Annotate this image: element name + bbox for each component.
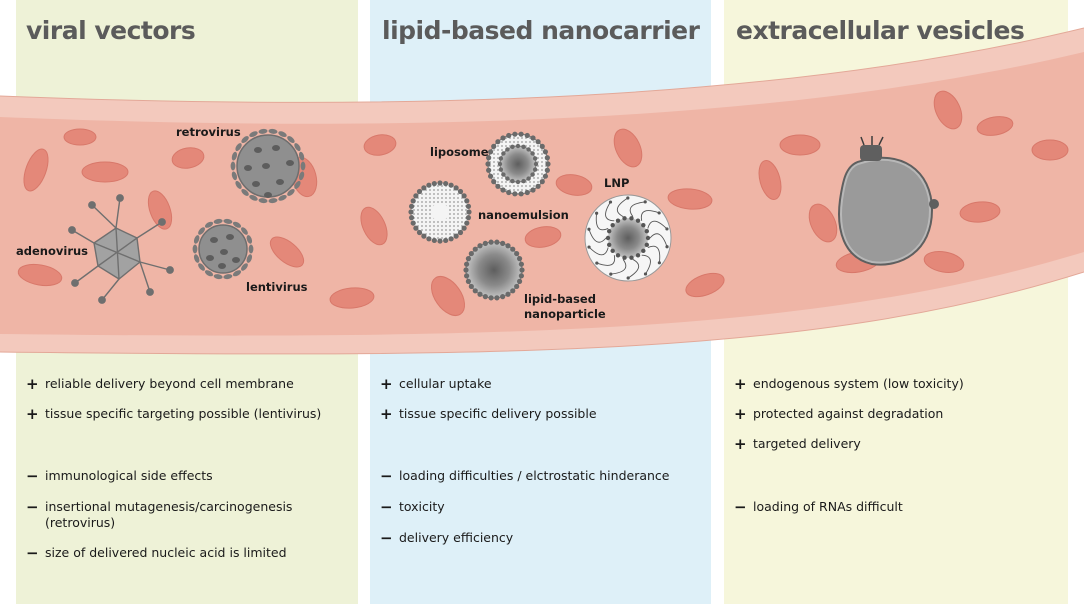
red-blood-cell <box>360 206 388 246</box>
red-blood-cell <box>758 160 782 200</box>
list-item: −loading of RNAs difficult <box>734 498 903 516</box>
list-item: +endogenous system (low toxicity) <box>734 375 964 393</box>
label-lipid-based-2: nanoparticle <box>524 307 606 321</box>
list-item: +protected against degradation <box>734 405 944 423</box>
red-blood-cell <box>685 272 725 298</box>
list-item: −size of delivered nucleic acid is limit… <box>26 544 287 562</box>
list-item: −delivery efficiency <box>380 529 514 547</box>
red-blood-cell <box>555 174 593 196</box>
nanoemulsion-particle <box>408 180 472 244</box>
red-blood-cell <box>923 251 965 273</box>
red-blood-cell <box>933 90 963 130</box>
label-lipid-based-1: lipid-based <box>524 292 596 306</box>
lentivirus-particle <box>192 218 254 280</box>
list-item: +cellular uptake <box>380 375 492 393</box>
red-blood-cell <box>667 188 713 210</box>
label-retrovirus: retrovirus <box>176 125 241 139</box>
list-item: +targeted delivery <box>734 435 861 453</box>
red-blood-cell <box>808 203 838 243</box>
list-item: −immunological side effects <box>26 467 213 485</box>
red-blood-cell <box>959 201 1001 223</box>
extracellular-vesicle <box>838 136 939 266</box>
lipid-cons-list: −loading difficulties / elctrostatic hin… <box>380 468 706 546</box>
list-item: −toxicity <box>380 498 445 516</box>
red-blood-cell <box>976 116 1014 136</box>
lipid-based-nanoparticle <box>463 239 525 301</box>
viral-pros-list: +reliable delivery beyond cell membrane … <box>26 376 352 422</box>
red-blood-cell <box>147 190 173 230</box>
list-item: −insertional mutagenesis/carcinogenesis … <box>26 498 293 530</box>
red-blood-cell <box>17 263 63 287</box>
label-lnp: LNP <box>604 176 629 190</box>
label-adenovirus: adenovirus <box>16 244 88 258</box>
lnp-particle <box>584 194 672 282</box>
list-item: +tissue specific delivery possible <box>380 405 597 423</box>
red-blood-cell <box>269 236 305 268</box>
red-blood-cell <box>171 147 205 169</box>
red-blood-cell <box>329 287 375 309</box>
lipid-pros-list: +cellular uptake +tissue specific delive… <box>380 376 706 422</box>
label-liposome: liposome <box>430 145 489 159</box>
panel-title-viral-vectors: viral vectors <box>26 16 196 45</box>
label-lentivirus: lentivirus <box>246 280 308 294</box>
ev-cons-list: −loading of RNAs difficult <box>734 499 1060 515</box>
retrovirus-particle <box>230 128 306 204</box>
list-item: +reliable delivery beyond cell membrane <box>26 375 294 393</box>
red-blood-cell <box>363 134 397 156</box>
red-blood-cell <box>81 161 129 183</box>
red-blood-cell <box>63 128 97 146</box>
viral-cons-list: −immunological side effects −insertional… <box>26 468 352 561</box>
label-nanoemulsion: nanoemulsion <box>478 208 569 222</box>
red-blood-cell <box>524 226 562 248</box>
list-item: +tissue specific targeting possible (len… <box>26 405 322 423</box>
panel-title-lipid-nanocarrier: lipid-based nanocarrier <box>382 16 700 45</box>
adenovirus-particle <box>68 194 174 304</box>
red-blood-cell <box>779 134 821 156</box>
panel-title-extracellular-vesicles: extracellular vesicles <box>736 16 1025 45</box>
red-blood-cell <box>430 275 466 317</box>
vessel-lumen <box>0 52 1084 336</box>
liposome-particle <box>485 131 551 197</box>
ev-pros-list: +endogenous system (low toxicity) +prote… <box>734 376 1060 452</box>
red-blood-cell <box>23 148 49 192</box>
red-blood-cell <box>1031 139 1069 161</box>
red-blood-cell <box>613 128 643 168</box>
list-item: −loading difficulties / elctrostatic hin… <box>380 467 670 485</box>
